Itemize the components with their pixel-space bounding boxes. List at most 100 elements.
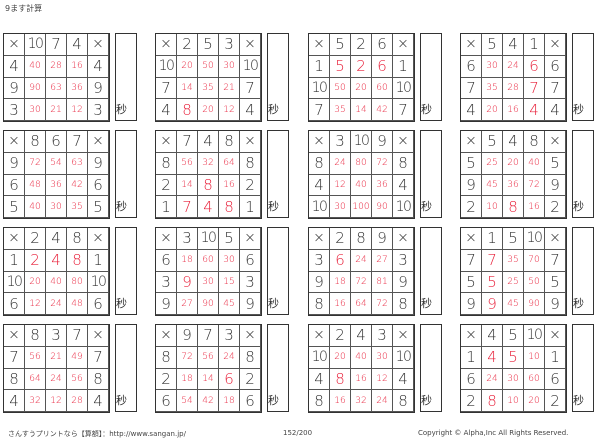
answer-cell: 27 (177, 293, 198, 315)
right-number-cell: 3 (240, 271, 261, 294)
answer-cell: 14 (198, 368, 219, 391)
answer-cell: 14 (177, 77, 198, 100)
operator-cell: × (156, 34, 177, 56)
operator-cell: × (461, 228, 482, 250)
answer-cell: 42 (198, 390, 219, 412)
answer-cell: 12 (330, 174, 351, 197)
top-number-cell: 1 (524, 34, 545, 56)
answer-cell: 30 (219, 249, 240, 272)
left-number-cell: 2 (461, 390, 482, 412)
left-number-cell: 1 (461, 346, 482, 369)
top-number-cell: 7 (67, 131, 88, 153)
answer-cell: 4 (46, 249, 67, 272)
right-number-cell: 2 (545, 196, 566, 218)
left-number-cell: 6 (156, 249, 177, 272)
answer-cell: 40 (351, 346, 372, 369)
top-number-cell: 2 (330, 325, 351, 347)
top-number-cell: 10 (198, 228, 219, 250)
right-number-cell: 8 (240, 152, 261, 175)
operator-cell: × (309, 325, 330, 347)
answer-cell: 30 (482, 55, 503, 78)
top-number-cell: 10 (25, 34, 46, 56)
answer-cell: 5 (482, 271, 503, 294)
answer-cell: 18 (330, 271, 351, 294)
answer-cell: 7 (177, 196, 198, 218)
answer-cell: 45 (219, 293, 240, 315)
left-number-cell: 8 (309, 152, 330, 175)
right-number-cell: 1 (88, 249, 109, 272)
right-number-cell: 6 (88, 293, 109, 315)
time-box (572, 324, 594, 412)
left-number-cell: 4 (309, 174, 330, 197)
top-number-cell: 8 (25, 325, 46, 347)
operator-cell: × (309, 228, 330, 250)
answer-cell: 18 (177, 368, 198, 391)
right-number-cell: 4 (393, 368, 414, 391)
right-number-cell: 10 (393, 77, 414, 100)
footer-copyright: Copyright © Alpha,Inc All Rights Reserve… (418, 429, 569, 437)
answer-cell: 4 (482, 346, 503, 369)
right-number-cell: 4 (545, 99, 566, 121)
right-number-cell: 1 (393, 55, 414, 78)
answer-cell: 15 (219, 271, 240, 294)
answer-cell: 40 (25, 55, 46, 78)
operator-cell: × (4, 131, 25, 153)
operator-cell: × (545, 34, 566, 56)
answer-cell: 16 (67, 55, 88, 78)
answer-cell: 50 (330, 77, 351, 100)
seconds-label: 秒 (116, 200, 127, 213)
answer-cell: 50 (524, 271, 545, 294)
top-number-cell: 6 (46, 131, 67, 153)
answer-cell: 2 (351, 55, 372, 78)
time-box (420, 227, 442, 315)
answer-cell: 25 (482, 152, 503, 175)
seconds-label: 秒 (268, 394, 279, 407)
seconds-label: 秒 (268, 103, 279, 116)
top-number-cell: 4 (67, 34, 88, 56)
answer-cell: 49 (67, 346, 88, 369)
right-number-cell: 4 (240, 99, 261, 121)
answer-cell: 35 (482, 77, 503, 100)
answer-cell: 60 (372, 77, 393, 100)
answer-cell: 45 (482, 174, 503, 197)
answer-cell: 72 (25, 152, 46, 175)
top-number-cell: 1 (482, 228, 503, 250)
answer-cell: 35 (503, 249, 524, 272)
answer-cell: 8 (67, 249, 88, 272)
answer-cell: 60 (198, 249, 219, 272)
answer-cell: 28 (67, 390, 88, 412)
right-number-cell: 7 (240, 77, 261, 100)
answer-cell: 35 (198, 77, 219, 100)
answer-cell: 2 (25, 249, 46, 272)
top-number-cell: 4 (351, 325, 372, 347)
answer-cell: 16 (330, 293, 351, 315)
seconds-label: 秒 (116, 297, 127, 310)
answer-cell: 27 (372, 249, 393, 272)
left-number-cell: 9 (461, 293, 482, 315)
operator-cell: × (240, 131, 261, 153)
operator-cell: × (240, 325, 261, 347)
answer-cell: 64 (219, 152, 240, 175)
answer-cell: 8 (177, 99, 198, 121)
answer-cell: 20 (198, 99, 219, 121)
answer-cell: 36 (503, 174, 524, 197)
right-number-cell: 6 (240, 249, 261, 272)
operator-cell: × (309, 131, 330, 153)
answer-cell: 72 (177, 346, 198, 369)
right-number-cell: 5 (545, 271, 566, 294)
right-number-cell: 2 (545, 390, 566, 412)
answer-cell: 16 (330, 390, 351, 412)
answer-cell: 20 (503, 152, 524, 175)
answer-cell: 32 (25, 390, 46, 412)
left-number-cell: 6 (4, 293, 25, 315)
answer-cell: 5 (330, 55, 351, 78)
